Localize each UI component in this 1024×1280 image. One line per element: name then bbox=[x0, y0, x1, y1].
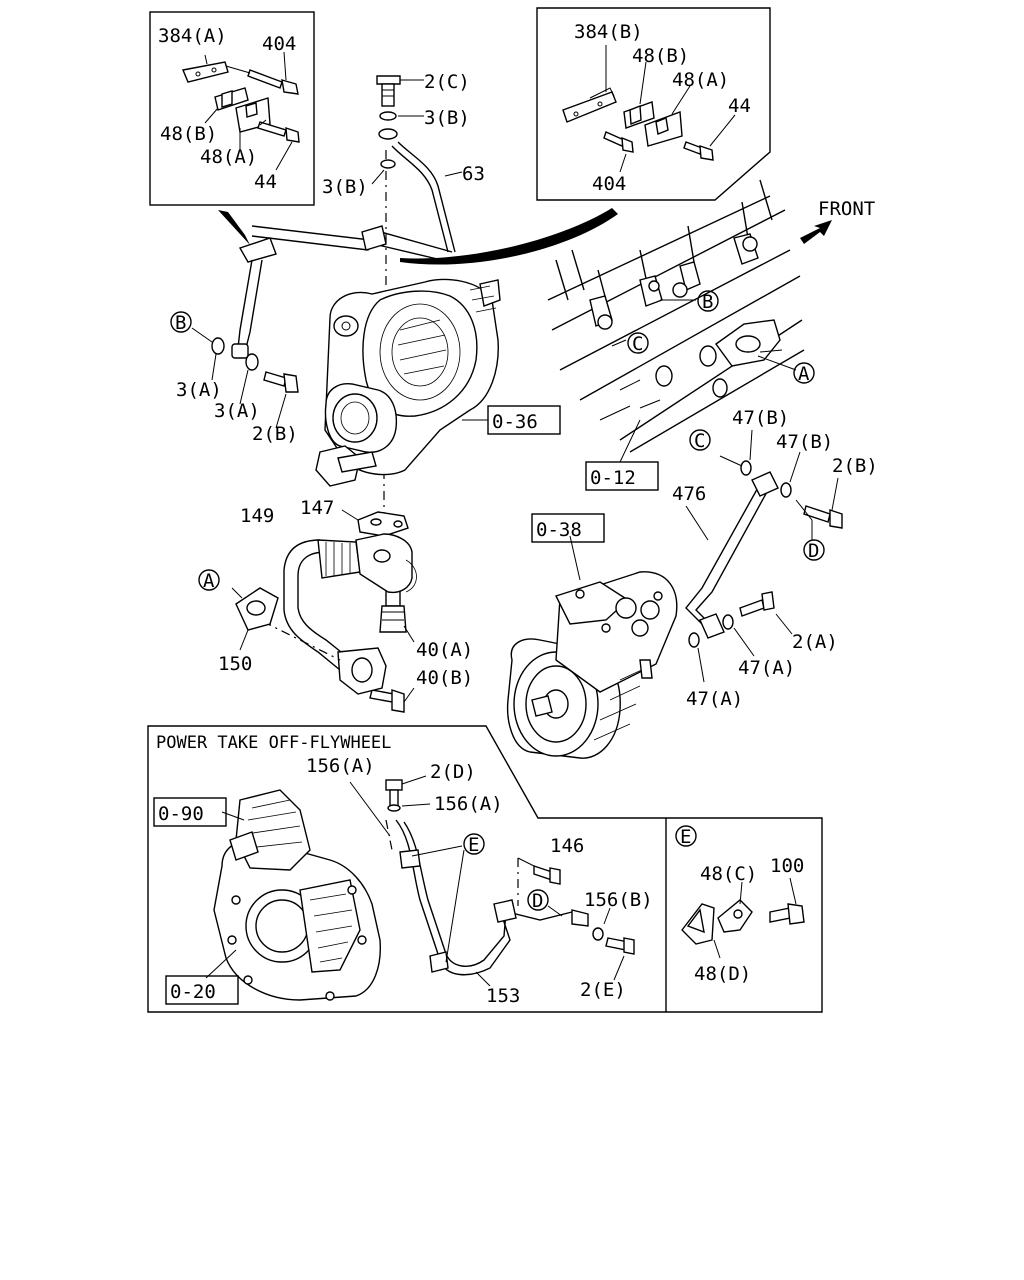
callout-48b-right: 48(B) bbox=[632, 45, 689, 67]
callout-44-right: 44 bbox=[728, 95, 751, 117]
callout-404-left: 404 bbox=[262, 33, 296, 55]
marker-c-pipe: C bbox=[694, 430, 705, 452]
callout-2d: 2(D) bbox=[430, 761, 476, 783]
callout-149: 149 bbox=[240, 505, 274, 527]
callout-47b-top: 47(B) bbox=[732, 407, 789, 429]
callout-47a-left: 47(A) bbox=[686, 688, 743, 710]
detail-e-clamps bbox=[681, 877, 805, 959]
ref-0-36: 0-36 bbox=[492, 411, 538, 433]
callout-2c: 2(C) bbox=[424, 71, 470, 93]
inset-box-bracket-b bbox=[536, 7, 771, 201]
callout-47b-right: 47(B) bbox=[776, 431, 833, 453]
callout-2b-right: 2(B) bbox=[832, 455, 878, 477]
marker-d-pipe: D bbox=[808, 540, 819, 562]
callout-2e: 2(E) bbox=[580, 979, 626, 1001]
ref-box-0-12 bbox=[585, 461, 659, 491]
callout-153: 153 bbox=[486, 985, 520, 1007]
callout-3a-a: 3(A) bbox=[176, 379, 222, 401]
callout-3b-top: 3(B) bbox=[424, 107, 470, 129]
callout-156a-top: 156(A) bbox=[306, 755, 375, 777]
front-arrow bbox=[800, 220, 832, 244]
callout-384b: 384(B) bbox=[574, 21, 643, 43]
ref-0-90: 0-90 bbox=[158, 803, 204, 825]
callout-3b-mid: 3(B) bbox=[322, 176, 368, 198]
compressor-pipe bbox=[685, 429, 843, 683]
callout-44-left: 44 bbox=[254, 171, 277, 193]
inset-box-bracket-a bbox=[149, 11, 315, 206]
turbocharger bbox=[231, 75, 501, 515]
marker-c-engine: C bbox=[632, 333, 643, 355]
ref-box-0-90 bbox=[153, 797, 227, 827]
inset-pointer-2 bbox=[400, 208, 618, 265]
ref-0-12: 0-12 bbox=[590, 467, 636, 489]
callout-384a: 384(A) bbox=[158, 25, 227, 47]
callout-2a: 2(A) bbox=[792, 631, 838, 653]
callout-63: 63 bbox=[462, 163, 485, 185]
callout-48d: 48(D) bbox=[694, 963, 751, 985]
marker-b-engine: B bbox=[702, 291, 713, 313]
callout-48c: 48(C) bbox=[700, 863, 757, 885]
callout-100: 100 bbox=[770, 855, 804, 877]
callout-47a-right: 47(A) bbox=[738, 657, 795, 679]
callout-2b-left: 2(B) bbox=[252, 423, 298, 445]
marker-a-engine: A bbox=[798, 363, 810, 385]
ref-box-0-38 bbox=[531, 513, 605, 543]
ref-box-0-20 bbox=[165, 975, 239, 1005]
callout-48a-right: 48(A) bbox=[672, 69, 729, 91]
flywheel-housing bbox=[205, 789, 381, 1001]
marker-b-left: B bbox=[175, 312, 186, 334]
callout-40a: 40(A) bbox=[416, 639, 473, 661]
pto-section-frame bbox=[147, 725, 823, 1013]
pto-harness bbox=[349, 775, 635, 987]
ref-0-38: 0-38 bbox=[536, 519, 582, 541]
callout-476: 476 bbox=[672, 483, 706, 505]
engine-block bbox=[547, 179, 832, 463]
callout-150: 150 bbox=[218, 653, 252, 675]
marker-d-harness: D bbox=[532, 890, 543, 912]
callout-404-right: 404 bbox=[592, 173, 626, 195]
callout-146: 146 bbox=[550, 835, 584, 857]
callout-156a-right: 156(A) bbox=[434, 793, 503, 815]
drain-fittings bbox=[341, 509, 415, 713]
callout-147: 147 bbox=[300, 497, 334, 519]
callout-48b-left: 48(B) bbox=[160, 123, 217, 145]
left-fittings bbox=[191, 327, 299, 429]
marker-e-harness: E bbox=[468, 834, 479, 856]
inset-pointer-1 bbox=[218, 210, 250, 245]
drain-hose bbox=[231, 533, 417, 695]
ref-box-0-36 bbox=[487, 405, 561, 435]
callout-48a-left: 48(A) bbox=[200, 146, 257, 168]
callout-156b: 156(B) bbox=[584, 889, 653, 911]
air-compressor bbox=[506, 535, 678, 759]
callout-40b: 40(B) bbox=[416, 667, 473, 689]
pto-section-title: POWER TAKE OFF-FLYWHEEL bbox=[156, 733, 391, 753]
ref-0-20: 0-20 bbox=[170, 981, 216, 1003]
front-label: FRONT bbox=[818, 198, 875, 220]
marker-e-detail: E bbox=[680, 826, 691, 848]
callout-3a-b: 3(A) bbox=[214, 400, 260, 422]
marker-a-gasket: A bbox=[203, 570, 215, 592]
